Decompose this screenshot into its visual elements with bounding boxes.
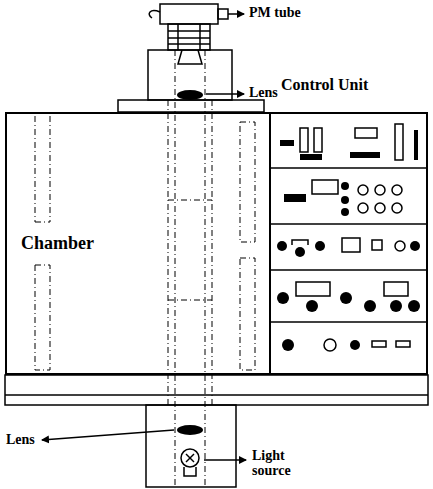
control-unit-heading: Control Unit (281, 76, 368, 94)
flange (118, 100, 264, 112)
base-band (5, 375, 428, 405)
lens-housing (148, 50, 232, 100)
lens-label: Lens (249, 85, 278, 100)
cone (178, 50, 202, 64)
lens-label: Lens (6, 432, 35, 447)
pm-connector (218, 9, 228, 19)
pm-arrow (228, 13, 244, 15)
pm-handle (149, 11, 160, 18)
light-source-label: Light source (252, 448, 314, 479)
pm-housing (160, 4, 218, 24)
pm-tube-label: PM tube (249, 5, 301, 20)
lens-bottom (177, 425, 203, 435)
lens-arrow (206, 93, 244, 95)
chamber-label: Chamber (21, 234, 94, 254)
lens-top (177, 90, 203, 100)
pm-body (168, 24, 210, 50)
bulb (181, 449, 199, 467)
chamber-box: Chamber (5, 112, 271, 375)
lens-arrow-bottom (42, 430, 174, 440)
control-unit-panel: Control Unit (269, 112, 428, 375)
light-housing (146, 405, 236, 487)
light-arrow (204, 459, 246, 461)
